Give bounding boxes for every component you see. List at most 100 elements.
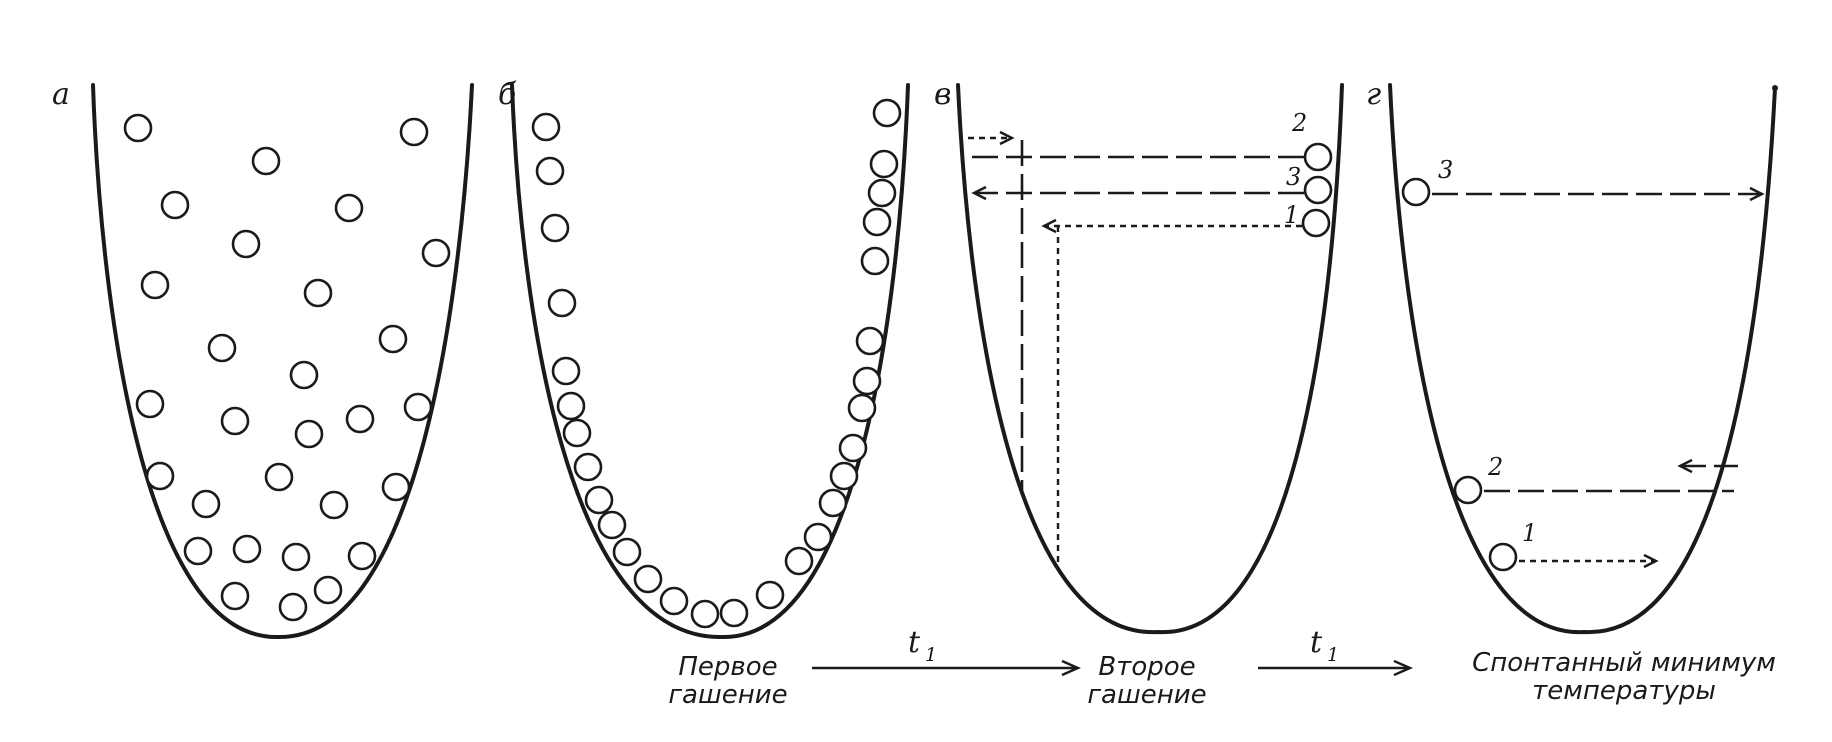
particle [303,278,333,308]
particle [755,580,785,610]
particle [540,213,570,243]
caption-spontaneous-line2: температуры [1532,676,1716,706]
caption-second-quench-line1: Второе [1098,652,1195,682]
particle-1-label: 1 [1284,201,1299,229]
time-t1-letter: t [1310,625,1323,660]
time-t1-subscript: 1 [1327,644,1339,666]
particle [597,510,627,540]
panel-label-a: а [52,77,70,112]
process-sequence: Первое гашение t 1 Второе гашение t 1 Сп… [668,625,1776,710]
particle-1 [1488,542,1518,572]
particle [690,599,720,629]
particle [612,537,642,567]
particle [264,462,294,492]
random-particles-a [123,113,451,622]
time-t1-subscript: 1 [925,644,937,666]
arrowhead [1041,218,1057,234]
panel-v: 2 3 1 в [934,77,1344,635]
time-t1-letter: t [908,625,921,660]
wall-particles-b [531,98,902,629]
particle-2-label: 2 [1291,109,1307,137]
potential-well-b [510,83,910,640]
potential-well-v [956,83,1344,635]
particle [403,392,433,422]
particle [378,324,408,354]
particle [862,207,892,237]
particle [140,270,170,300]
arrowhead [1749,186,1765,202]
particle [232,534,262,564]
potential-well-g [1388,83,1777,635]
particle [313,575,343,605]
particle-2 [1303,142,1333,172]
particle [633,564,663,594]
particle [220,581,250,611]
particle [562,418,592,448]
arrowhead [971,185,987,201]
particle [123,113,153,143]
panel-label-v: в [934,77,951,112]
arrowhead [1393,659,1413,677]
particle [860,246,890,276]
potential-well-a [91,83,474,640]
particle [551,356,581,386]
particle-3-label: 3 [1438,156,1453,184]
particle-1-label: 1 [1522,519,1537,547]
particle [421,238,451,268]
particle [869,149,899,179]
particle [135,389,165,419]
particle [145,461,175,491]
caption-first-quench-line2: гашение [668,680,787,710]
curve-end-dot [1772,85,1778,91]
particle [381,472,411,502]
particle [547,288,577,318]
panel-g: 3 2 1 г [1366,77,1778,635]
arrowhead [1677,458,1693,474]
particle [535,156,565,186]
particle [160,190,190,220]
arrowhead [999,130,1015,146]
panel-label-b: б [498,77,517,112]
panel-label-g: г [1366,77,1381,112]
particle [231,229,261,259]
particle [872,98,902,128]
particle [784,546,814,576]
particle [345,404,375,434]
particle [573,452,603,482]
particle [556,391,586,421]
particle-2 [1453,475,1483,505]
particle-1 [1301,208,1331,238]
particle [278,592,308,622]
particle [829,461,859,491]
arrowhead [1061,659,1081,677]
particle [207,333,237,363]
particle [289,360,319,390]
particle [251,146,281,176]
particle [399,117,429,147]
particle [867,178,897,208]
particle [334,193,364,223]
caption-first-quench-line1: Первое [678,652,777,682]
particle [855,326,885,356]
particle [847,393,877,423]
particle [803,522,833,552]
particle [347,541,377,571]
particle [852,366,882,396]
particle [838,433,868,463]
panel-b: б [498,77,910,640]
panel-a: а [52,77,474,640]
particle [531,112,561,142]
particle-3 [1401,177,1431,207]
particle-3-label: 3 [1286,163,1301,191]
caption-spontaneous-line1: Спонтанный минимум [1472,648,1776,678]
particle-2-label: 2 [1487,453,1503,481]
particle [584,485,614,515]
particle [659,586,689,616]
particle-3 [1303,175,1333,205]
particle [281,542,311,572]
caption-second-quench-line2: гашение [1087,680,1206,710]
particle [294,419,324,449]
particle [191,489,221,519]
arrowhead [1643,553,1659,569]
